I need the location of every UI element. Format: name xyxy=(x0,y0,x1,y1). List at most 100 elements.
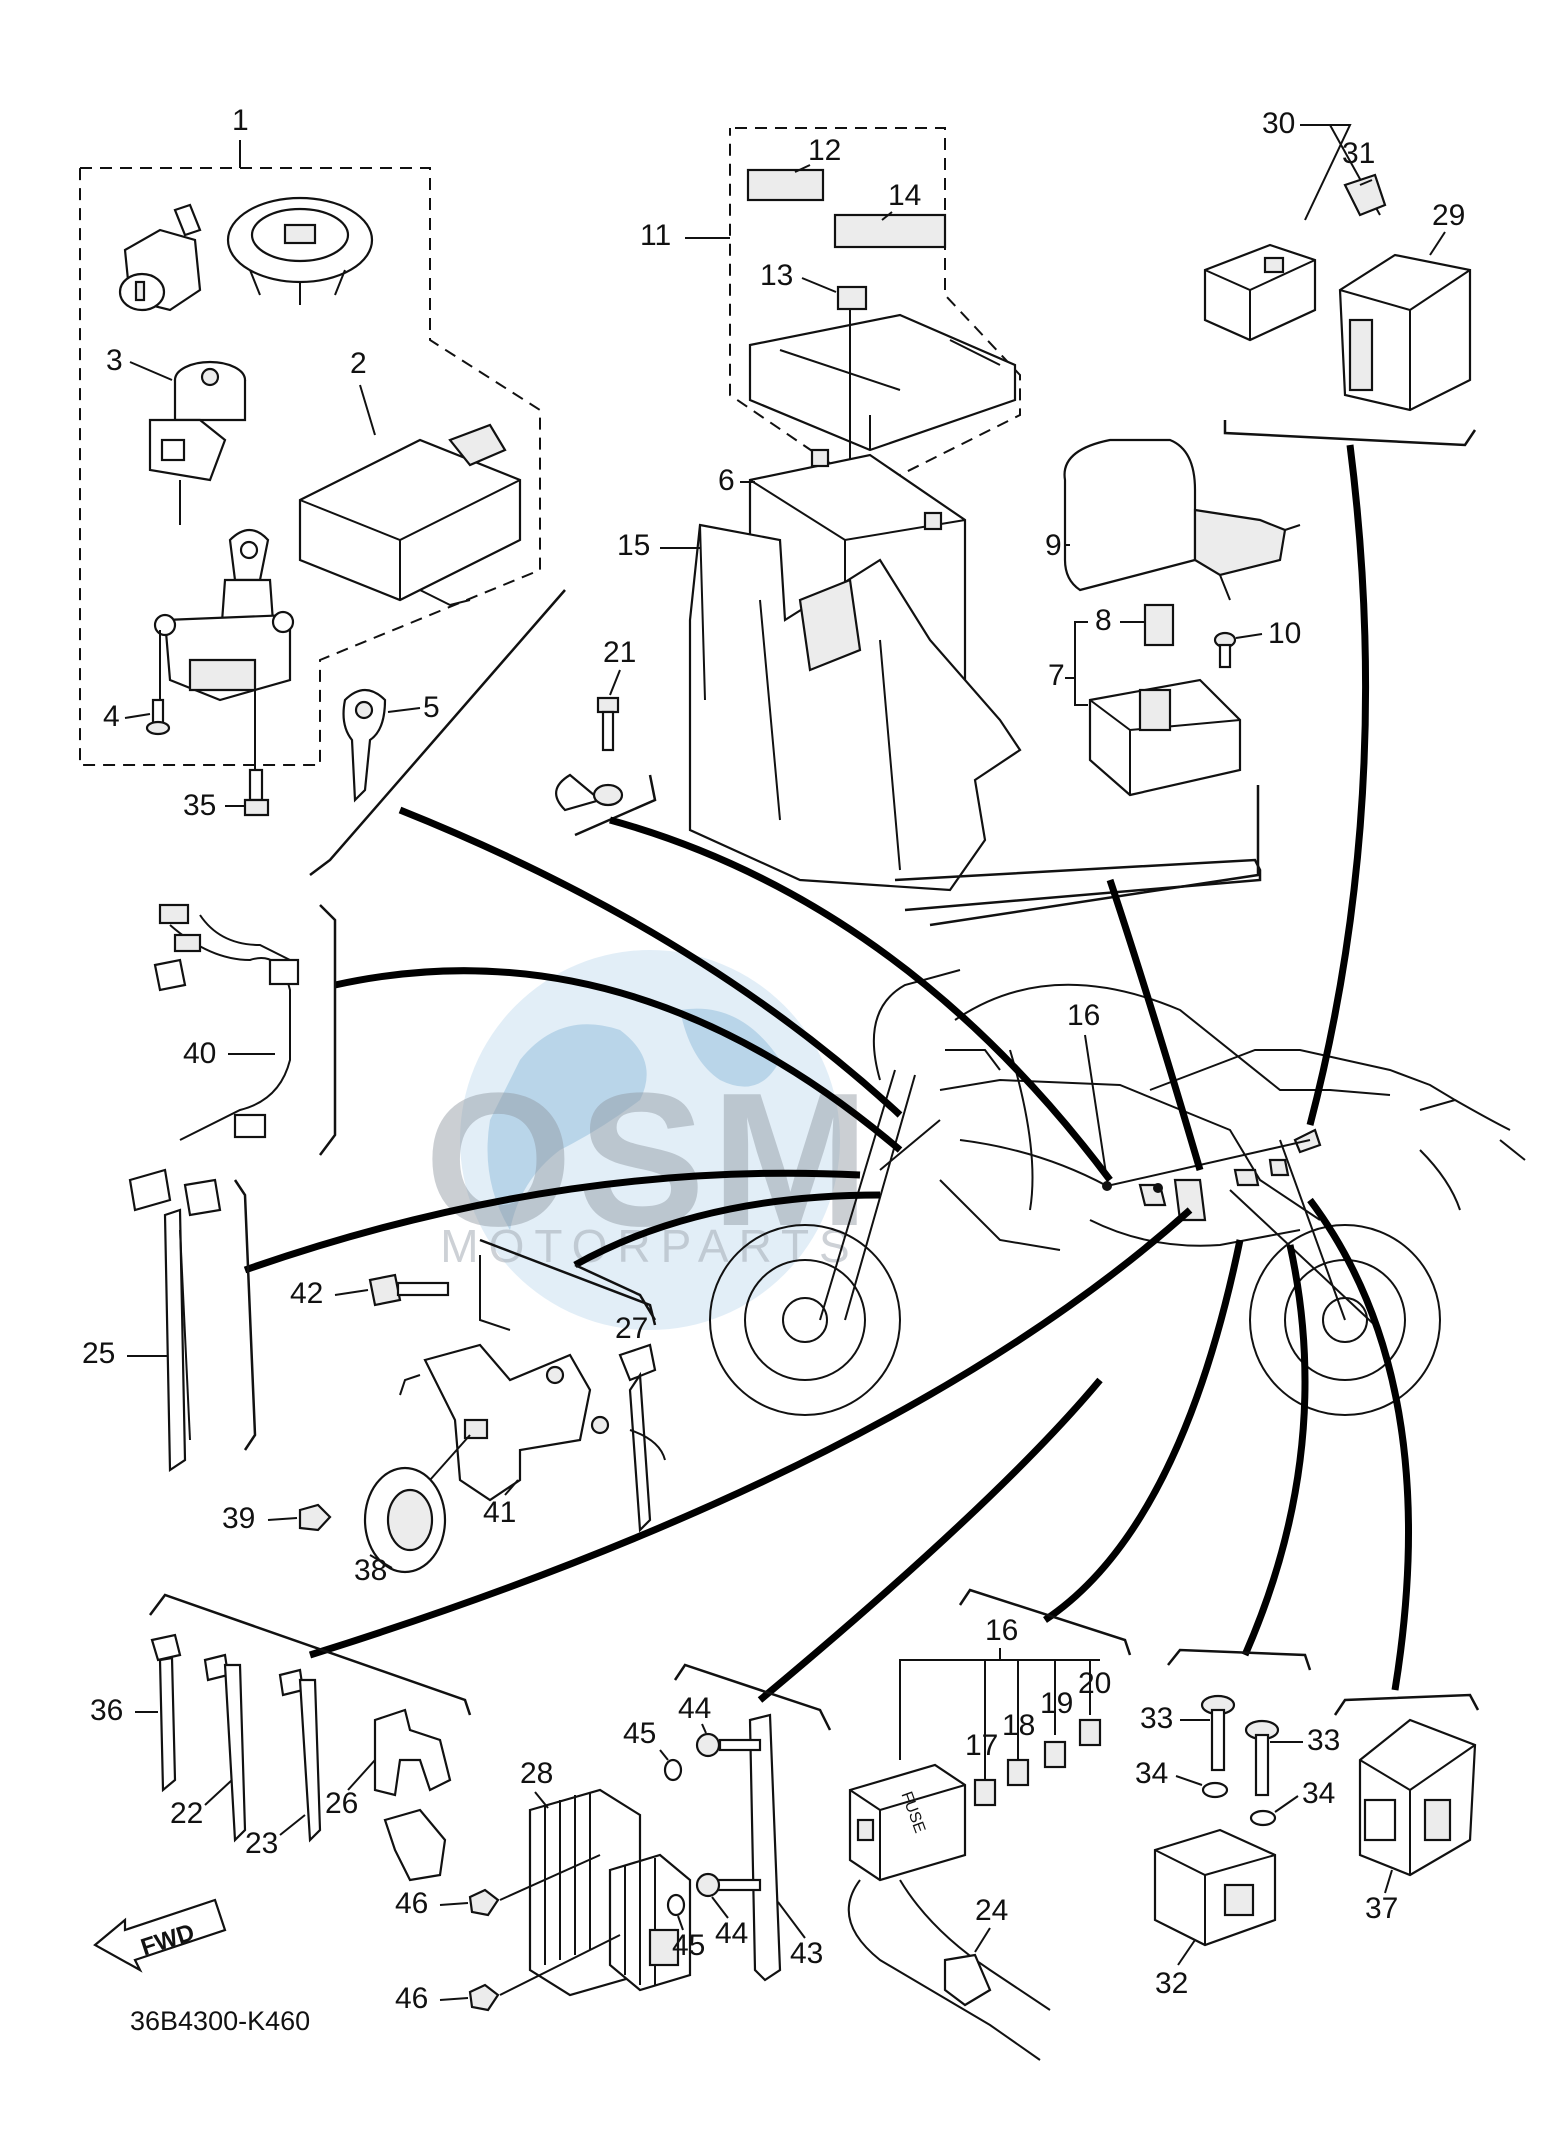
fuse-8 xyxy=(1143,603,1175,647)
group-40 xyxy=(128,903,337,1212)
screw-4 xyxy=(145,698,171,736)
relay-29 xyxy=(1338,253,1472,412)
group-relays: 9 8 7 10 xyxy=(929,438,1301,927)
group-36-bracket xyxy=(149,1593,472,1716)
group-battery: 11 12 14 13 6 15 xyxy=(617,127,1262,912)
motorcycle-outline xyxy=(709,969,1526,1416)
group-27-bracket xyxy=(574,1263,657,1321)
clamp-26 xyxy=(373,1708,452,1882)
group-37-bracket xyxy=(1333,1693,1480,1716)
group-29-tag-line xyxy=(1223,420,1477,447)
connector-30 xyxy=(1203,243,1317,342)
tie-23 xyxy=(278,1668,322,1843)
callout-33-right: 33 xyxy=(1307,1724,1340,1757)
seat-lock xyxy=(118,203,202,312)
cable-group-33 xyxy=(1241,1244,1309,1657)
callout-19: 19 xyxy=(1040,1687,1073,1720)
cable-group-37 xyxy=(1307,1197,1412,1691)
cable-group-27 xyxy=(573,1191,881,1269)
callout-45-bottom: 45 xyxy=(672,1929,705,1962)
fuel-cap xyxy=(226,196,374,305)
callout-13: 13 xyxy=(760,259,793,292)
group-rectifier: 28 43 44 45 44 45 46 46 xyxy=(395,1663,832,2015)
bolt-43 xyxy=(716,1713,782,1982)
group-28-bracket xyxy=(673,1663,832,1731)
callout-11: 11 xyxy=(640,219,671,252)
nut-39 xyxy=(298,1503,332,1532)
callout-15: 15 xyxy=(617,529,650,562)
fuse-box-body: FUSE xyxy=(848,1763,967,1882)
group-25-bracket xyxy=(233,1179,257,1451)
relay-32 xyxy=(1153,1828,1277,1947)
group-1-boundary xyxy=(79,167,541,766)
rectifier-28 xyxy=(528,1788,692,1997)
washer-34a xyxy=(1201,1781,1229,1799)
clamp-24 xyxy=(943,1953,992,2007)
nut-46b xyxy=(468,1983,500,2012)
callout-46-top: 46 xyxy=(395,1887,428,1920)
fuse-12 xyxy=(746,168,825,202)
group-21: 21 xyxy=(555,636,657,837)
fuse-17 xyxy=(973,1778,997,1807)
group-32-34: 33 33 34 34 32 xyxy=(1135,1648,1340,2000)
ecu-unit xyxy=(298,423,522,607)
group-40-bracket xyxy=(319,904,337,1156)
group-1-tag-line xyxy=(309,589,566,876)
watermark-globe-land xyxy=(487,1008,780,1230)
horn-38 xyxy=(363,1418,489,1574)
callout-32: 32 xyxy=(1155,1967,1188,2000)
watermark: OSM MOTORPARTS xyxy=(425,950,869,1330)
washer-34b xyxy=(1249,1809,1277,1827)
callout-2: 2 xyxy=(350,347,367,380)
bolt-42 xyxy=(368,1273,450,1307)
group-fuse-box: 16 17 18 19 20 FUSE 24 xyxy=(847,1588,1132,2061)
callout-16-top: 16 xyxy=(1067,999,1100,1032)
callout-9: 9 xyxy=(1045,529,1062,562)
callout-28: 28 xyxy=(520,1757,553,1790)
group-21-tag-line xyxy=(574,774,657,837)
cable-group-21 xyxy=(609,816,1113,1183)
callout-31: 31 xyxy=(1342,137,1375,170)
callout-26: 26 xyxy=(325,1787,358,1820)
callout-14: 14 xyxy=(888,179,921,212)
callout-8: 8 xyxy=(1095,604,1112,637)
fuse-20 xyxy=(1078,1718,1102,1747)
callout-29: 29 xyxy=(1432,199,1465,232)
cable-group-40 xyxy=(334,967,903,1153)
leader-cables xyxy=(243,444,1412,1703)
group-horn: 42 41 38 39 xyxy=(222,1238,657,1587)
connector-31 xyxy=(1343,173,1387,217)
battery-lead-clip xyxy=(555,773,624,812)
callout-41: 41 xyxy=(483,1496,516,1529)
fuse-18 xyxy=(1006,1758,1030,1787)
battery-tray-15 xyxy=(688,523,1022,892)
callout-43: 43 xyxy=(790,1937,823,1970)
cable-group-29 xyxy=(1306,444,1370,1126)
diagram-code: 36B4300-K460 xyxy=(130,2006,310,2036)
callout-34-left: 34 xyxy=(1135,1757,1168,1790)
group-29-31: 30 31 29 xyxy=(1203,107,1477,447)
collar-44a xyxy=(695,1732,721,1758)
callout-39: 39 xyxy=(222,1502,255,1535)
cable-group-battery xyxy=(1106,878,1204,1171)
callout-10: 10 xyxy=(1268,617,1301,650)
callout-44-bottom: 44 xyxy=(715,1917,748,1950)
screw-33b xyxy=(1244,1719,1280,1797)
grommet-45b xyxy=(666,1893,686,1917)
callout-16-bottom: 16 xyxy=(985,1614,1018,1647)
callout-37: 37 xyxy=(1365,1892,1398,1925)
callout-1: 1 xyxy=(232,104,249,137)
callout-20: 20 xyxy=(1078,1667,1111,1700)
screw-33a xyxy=(1200,1694,1236,1772)
battery-cover xyxy=(748,313,1017,452)
collar-44b xyxy=(695,1872,721,1898)
screw-10 xyxy=(1213,631,1237,669)
callout-33-left: 33 xyxy=(1140,1702,1173,1735)
callout-21: 21 xyxy=(603,636,636,669)
group-33-bracket xyxy=(1167,1648,1312,1671)
fwd-arrow: FWD xyxy=(93,1898,227,1973)
relay-9 xyxy=(1063,438,1301,601)
callout-12: 12 xyxy=(808,134,841,167)
callout-36: 36 xyxy=(90,1694,123,1727)
